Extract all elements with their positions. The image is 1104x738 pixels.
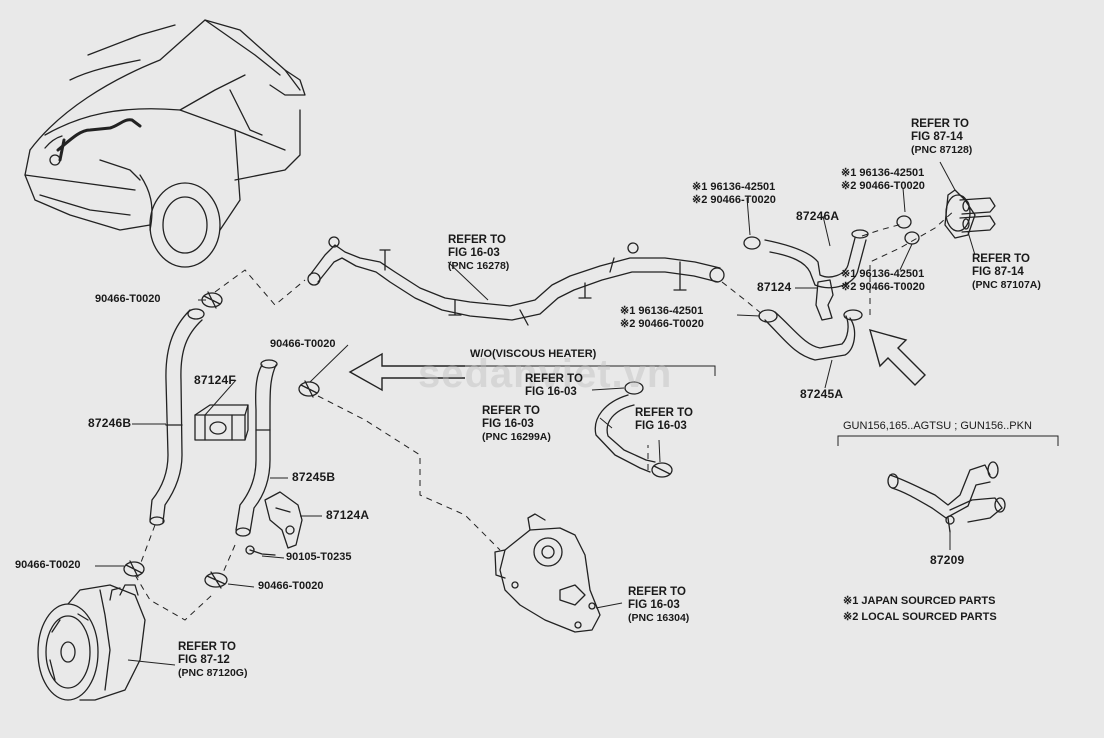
ref-vpump: REFER TO FIG 87-12 (PNC 87120G) [178, 641, 247, 680]
vehicle-illustration [24, 19, 306, 268]
ref-wo2-pnc[interactable]: (PNC 16299A) [482, 431, 551, 444]
note-japan-sourced: ※1 JAPAN SOURCED PARTS [843, 595, 996, 607]
hose-87246a [743, 229, 869, 289]
ref-fig8714a-pnc[interactable]: (PNC 87128) [911, 144, 973, 157]
ref-wo1: REFER TO FIG 16-03 [525, 373, 583, 399]
ref-fig8714b: REFER TO FIG 87-14 (PNC 87107A) [972, 253, 1041, 292]
clip-lower-left [123, 560, 145, 578]
ref-wo2: REFER TO FIG 16-03 (PNC 16299A) [482, 405, 551, 444]
note-local-sourced: ※2 LOCAL SOURCED PARTS [843, 611, 997, 623]
vehicle-hose-highlight [56, 118, 142, 152]
hose-87245a [758, 309, 863, 361]
arrow-left [348, 352, 465, 392]
clip-label-top-left[interactable]: 90466-T0020 [95, 293, 161, 305]
marked-label-b1[interactable]: ※1 96136-42501 [841, 167, 925, 179]
ref-pump-pnc[interactable]: (PNC 16304) [628, 612, 690, 625]
wo-bracket [458, 365, 716, 376]
marked-label-c1[interactable]: ※1 96136-42501 [841, 268, 925, 280]
ref-vpump-line2: FIG 87-12 [178, 654, 230, 667]
marked-label-b2[interactable]: ※2 90466-T0020 [841, 180, 925, 192]
ref-wo1-line1: REFER TO [525, 373, 583, 385]
ref-pipe-pnc[interactable]: (PNC 16278) [448, 260, 510, 273]
wo-title: W/O(VISCOUS HEATER) [470, 348, 597, 360]
bracket-87124f [194, 404, 249, 441]
hose-87245b [235, 359, 278, 537]
clip-lower-mid [204, 571, 228, 589]
ref-fig8714a-line2: FIG 87-14 [911, 131, 963, 144]
ref-fig8714b-pnc[interactable]: (PNC 87107A) [972, 279, 1041, 292]
part-number-87124f[interactable]: 87124F [194, 373, 236, 387]
gun-variant-title: GUN156,165..AGTSU ; GUN156..PKN [843, 420, 1032, 432]
wo-hose [594, 381, 673, 478]
marked-label-a1[interactable]: ※1 96136-42501 [692, 181, 776, 193]
bracket-87124a [264, 491, 303, 549]
hose-87209 [887, 461, 1006, 533]
ref-vpump-pnc[interactable]: (PNC 87120G) [178, 667, 248, 680]
part-number-87246a[interactable]: 87246A [796, 209, 840, 223]
ref-wo3-line2: FIG 16-03 [635, 420, 687, 433]
ref-fig8714a-line1: REFER TO [911, 118, 969, 130]
heater-pipe [307, 236, 725, 326]
bolt-label[interactable]: 90105-T0235 [286, 551, 352, 563]
part-number-87209[interactable]: 87209 [930, 553, 965, 567]
vacuum-pump [37, 584, 146, 701]
part-number-87245a[interactable]: 87245A [800, 387, 844, 401]
marked-label-d2[interactable]: ※2 90466-T0020 [620, 318, 704, 330]
ref-vpump-line1: REFER TO [178, 641, 236, 653]
clip-label-lower-left[interactable]: 90466-T0020 [15, 559, 81, 571]
part-number-87245b[interactable]: 87245B [292, 470, 336, 484]
heater-unit [944, 189, 996, 239]
arrows [348, 328, 926, 392]
ref-wo2-line1: REFER TO [482, 405, 540, 417]
clip-upper-right [896, 215, 920, 245]
marked-label-a2[interactable]: ※2 90466-T0020 [692, 194, 776, 206]
ref-pump-line1: REFER TO [628, 586, 686, 598]
ref-pump: REFER TO FIG 16-03 (PNC 16304) [628, 586, 689, 625]
gun-bracket [837, 435, 1059, 446]
clip-label-lower-mid[interactable]: 90466-T0020 [258, 580, 324, 592]
water-pump [494, 513, 601, 633]
ref-wo2-line2: FIG 16-03 [482, 418, 534, 431]
clamp-87124 [815, 279, 834, 321]
ref-pipe-line2: FIG 16-03 [448, 247, 500, 260]
part-number-87246b[interactable]: 87246B [88, 416, 132, 430]
ref-fig8714b-line1: REFER TO [972, 253, 1030, 265]
watermark: sedanviet.vn [418, 352, 673, 396]
clip-mid [298, 380, 320, 398]
ref-wo1-line2: FIG 16-03 [525, 386, 577, 399]
ref-fig8714a: REFER TO FIG 87-14 (PNC 87128) [911, 118, 972, 157]
clip-label-mid[interactable]: 90466-T0020 [270, 338, 336, 350]
part-number-87124a[interactable]: 87124A [326, 508, 370, 522]
ref-pump-line2: FIG 16-03 [628, 599, 680, 612]
part-number-87124[interactable]: 87124 [757, 280, 792, 294]
marked-label-d1[interactable]: ※1 96136-42501 [620, 305, 704, 317]
arrow-up-left [868, 328, 926, 386]
marked-label-c2[interactable]: ※2 90466-T0020 [841, 281, 925, 293]
ref-wo3-line1: REFER TO [635, 407, 693, 419]
ref-fig8714b-line2: FIG 87-14 [972, 266, 1024, 279]
dashed-connections [134, 209, 956, 621]
ref-pipe-line1: REFER TO [448, 234, 506, 246]
ref-pipe: REFER TO FIG 16-03 (PNC 16278) [448, 234, 509, 273]
ref-wo3: REFER TO FIG 16-03 [635, 407, 693, 433]
hose-87246b [149, 308, 205, 526]
leader-lines [95, 161, 976, 666]
